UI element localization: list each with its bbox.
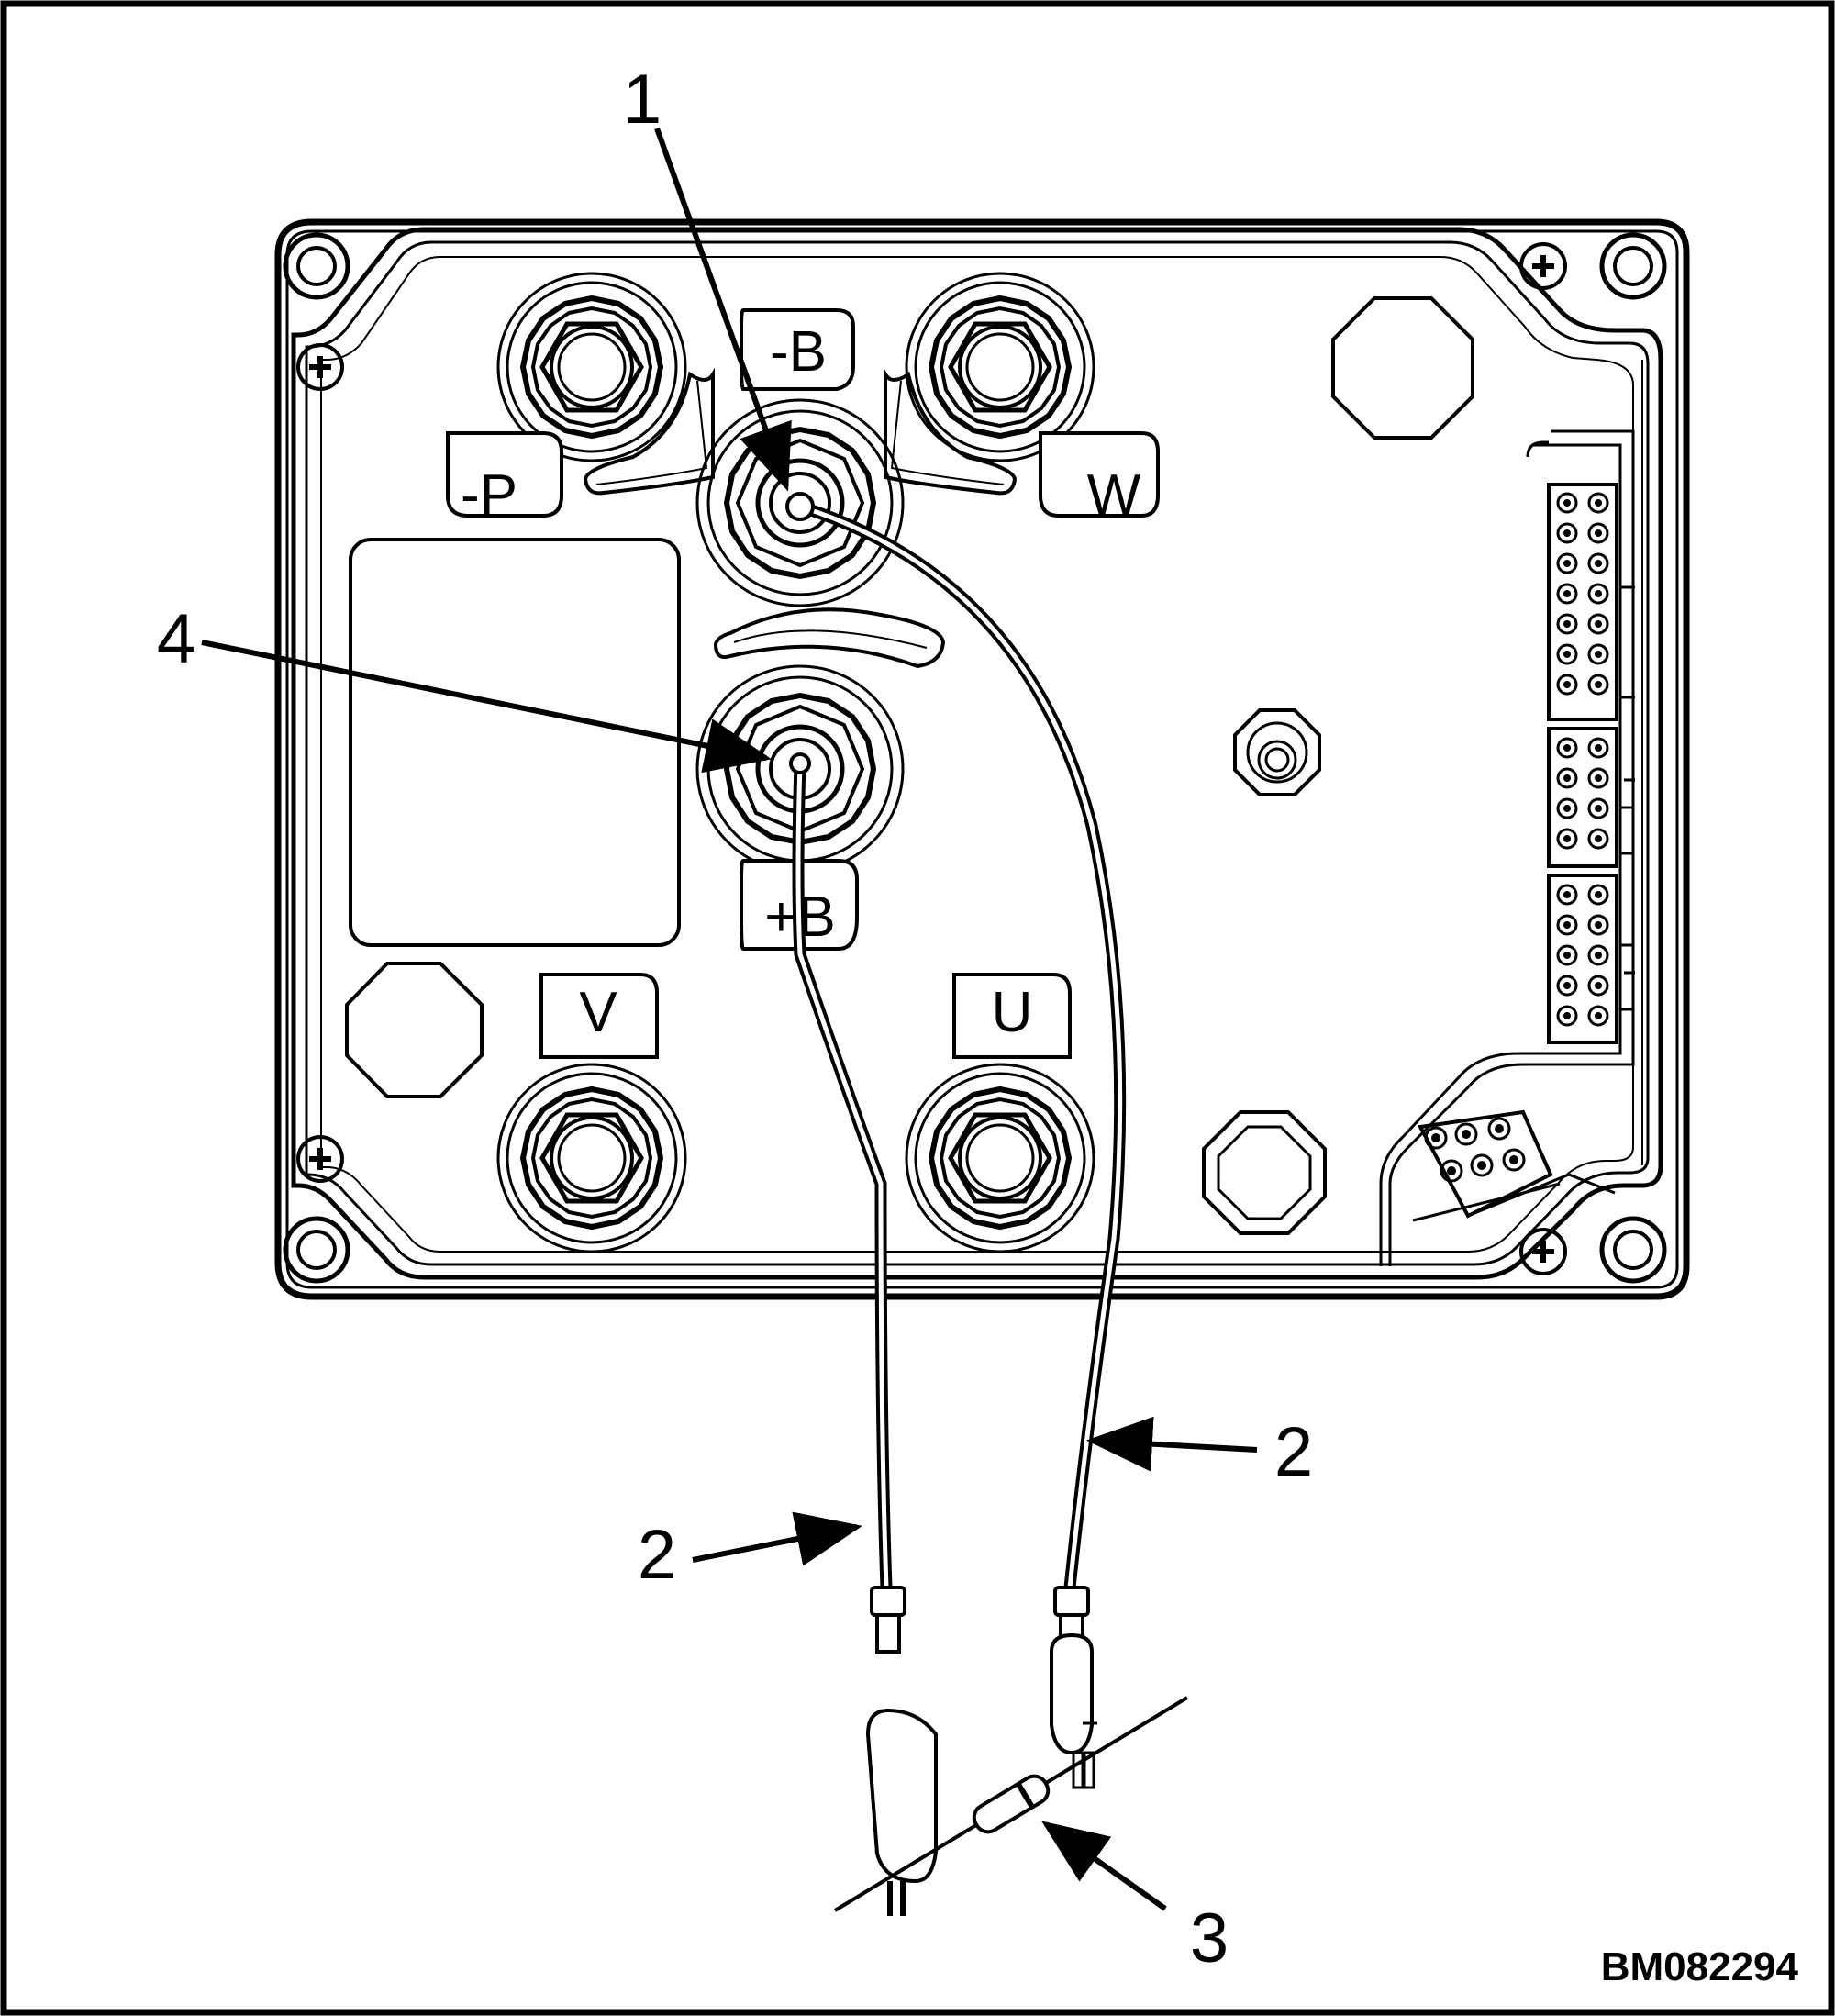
terminal-post-v	[498, 1064, 685, 1252]
terminal-tag-neg-p	[446, 431, 563, 518]
housing-boss	[1202, 1110, 1327, 1235]
housing-boss	[1233, 708, 1321, 796]
housing-label-plate	[349, 538, 681, 947]
callout-2-left: 2	[638, 1516, 676, 1594]
terminal-label-w: W	[1087, 463, 1141, 527]
insulator-rib	[583, 367, 715, 496]
controller-housing: -P -B W +B V U	[274, 218, 1690, 1300]
terminal-tag-w	[1039, 431, 1160, 518]
insulator-rib	[713, 607, 946, 669]
callout-3: 3	[1190, 1899, 1229, 1977]
test-lead-probe-right	[1050, 1586, 1097, 1789]
terminal-tag-u	[952, 973, 1072, 1059]
terminal-tag-neg-b	[740, 308, 855, 391]
screw-plus-icon	[1521, 244, 1565, 288]
terminal-post-u	[906, 1064, 1094, 1252]
callout-leaders	[201, 127, 1258, 1911]
signal-connector	[1379, 360, 1643, 1266]
terminal-label-u: U	[992, 981, 1033, 1044]
terminal-label-neg-p: -P	[461, 463, 517, 527]
insulator-rib	[884, 367, 1018, 496]
terminal-label-neg-b: -B	[770, 320, 827, 384]
callout-1: 1	[623, 61, 662, 139]
callout-2-right: 2	[1274, 1413, 1313, 1491]
diode-component	[833, 1696, 1189, 1912]
housing-boss	[1331, 296, 1474, 440]
figure-id: BM082294	[1601, 1944, 1799, 1989]
terminal-tag-v	[539, 973, 659, 1059]
callout-4: 4	[157, 600, 195, 678]
test-lead-wires	[785, 492, 1127, 1588]
terminal-label-v: V	[579, 981, 617, 1044]
housing-boss	[345, 962, 484, 1098]
aux-connector	[1412, 1109, 1616, 1222]
test-lead-probe-left	[865, 1586, 938, 1916]
